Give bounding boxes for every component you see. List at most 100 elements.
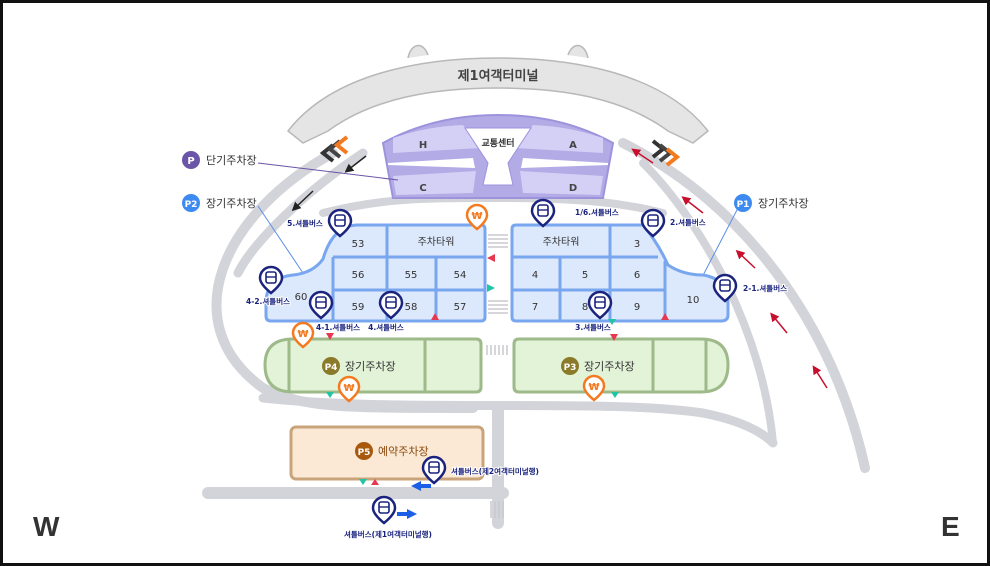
- arrow-left-icon: [411, 481, 431, 491]
- bus-pin-icon: [258, 265, 284, 295]
- tower-west-label: 주차타워: [418, 235, 455, 248]
- bus-pin-icon: [421, 455, 447, 485]
- leader-p1: [697, 207, 739, 286]
- wing-a: [515, 125, 603, 153]
- chevron-right-icon: [651, 139, 681, 167]
- legend-p1[interactable]: P1 장기주차장: [734, 194, 809, 212]
- tower-east-label: 주차타워: [543, 235, 580, 248]
- won-icon: ₩: [343, 383, 354, 394]
- zone-6: 6: [634, 270, 640, 281]
- zone-4: 4: [532, 270, 538, 281]
- zone-8: 8: [582, 302, 588, 313]
- exit-triangle: [359, 479, 367, 485]
- zone-60: 60: [295, 292, 308, 303]
- transport-center: 교통센터 H A C D: [381, 113, 615, 199]
- wing-c-label: C: [419, 183, 426, 194]
- shuttle-stop-1-6[interactable]: 1/6.셔틀버스: [530, 198, 620, 228]
- south-loop-road: [258, 393, 778, 448]
- zone-5: 5: [582, 270, 588, 281]
- shuttle-markers: 5.셔틀버스 4-2.셔틀버스 4-1.셔틀버스 4.셔틀버스 1/6.셔틀버스…: [245, 198, 788, 540]
- terminal-label: 제1여객터미널: [458, 68, 539, 84]
- wing-d: [520, 171, 603, 195]
- flow-arrows-west: [291, 155, 367, 212]
- p3-badge-text: P3: [564, 363, 577, 373]
- zone-3: 3: [634, 239, 640, 250]
- compass-east: E: [941, 511, 960, 542]
- payment-pin-icon[interactable]: ₩: [582, 374, 606, 402]
- compass-west: W: [33, 511, 60, 542]
- payment-pin-icon[interactable]: ₩: [291, 321, 315, 349]
- payment-pin-icon[interactable]: ₩: [337, 375, 361, 403]
- legend-short-term[interactable]: P 단기주차장: [182, 151, 257, 169]
- arrow-right-icon: [397, 509, 417, 519]
- p2-badge: [182, 194, 200, 212]
- p1-badge: [734, 194, 752, 212]
- shuttle-stop-label: 4-2.셔틀버스: [246, 296, 290, 306]
- crosswalks: [486, 234, 508, 518]
- crosswalk-bottom: [490, 501, 504, 518]
- lot-p3: P3 장기주차장: [512, 337, 730, 394]
- crosswalk-lots: [486, 345, 508, 355]
- shuttle-stop-4[interactable]: 4.셔틀버스: [367, 290, 405, 333]
- won-icon: ₩: [588, 382, 599, 393]
- entry-triangle: [431, 313, 439, 320]
- zone-59: 59: [352, 302, 365, 313]
- p4-badge: [322, 357, 340, 375]
- won-icon: ₩: [297, 329, 308, 340]
- p4-badge-text: P4: [325, 363, 338, 373]
- p2-badge-text: P2: [185, 200, 198, 210]
- shuttle-stop-t2[interactable]: 셔틀버스(제2여객터미널행): [421, 455, 540, 485]
- p4-label: 장기주차장: [345, 360, 396, 373]
- center-hub: [464, 127, 532, 186]
- won-icon: ₩: [471, 211, 482, 222]
- entry-triangle: [487, 254, 495, 262]
- shuttle-stop-3[interactable]: 3.셔틀버스: [574, 290, 613, 333]
- wing-d-label: D: [569, 183, 577, 194]
- p5-label: 예약주차장: [378, 444, 429, 458]
- west-ramp-road: [233, 148, 368, 278]
- zone-7: 7: [532, 302, 538, 313]
- shuttle-stop-2-1[interactable]: 2-1.셔틀버스: [712, 273, 788, 303]
- p5-badge: [355, 442, 373, 460]
- shuttle-stop-label: 셔틀버스(제1여객터미널행): [344, 529, 432, 539]
- lot-p2: 53 주차타워 56 55 54 60 59 58 57: [264, 223, 487, 323]
- wing-a-label: A: [569, 140, 577, 151]
- shuttle-stop-label: 셔틀버스(제2여객터미널행): [451, 466, 539, 476]
- shuttle-stop-label: 2.셔틀버스: [670, 217, 706, 227]
- shuttle-stop-2[interactable]: 2.셔틀버스: [640, 208, 707, 238]
- legend-p2[interactable]: P2 장기주차장: [182, 194, 257, 212]
- payment-pin-icon[interactable]: ₩: [465, 203, 489, 231]
- shuttle-stop-label: 1/6.셔틀버스: [575, 207, 619, 217]
- terminal-building: [286, 44, 710, 144]
- p5-badge-text: P5: [358, 448, 371, 458]
- p1-badge-text: P1: [737, 200, 750, 210]
- crosswalk-top: [488, 234, 508, 248]
- zone-54: 54: [454, 270, 467, 281]
- payment-markers: ₩ ₩ ₩ ₩: [291, 203, 606, 403]
- bus-pin-icon: [327, 208, 353, 238]
- p1-label: 장기주차장: [758, 197, 809, 210]
- short-term-badge-text: P: [187, 156, 194, 167]
- shuttle-stop-4-1[interactable]: 4-1.셔틀버스: [308, 290, 361, 333]
- shuttle-stop-label: 2-1.셔틀버스: [743, 283, 787, 293]
- lot-p1: 주차타워 3 4 5 6 7 8 9 10: [510, 223, 730, 323]
- p2-label: 장기주차장: [206, 197, 257, 210]
- exit-triangle: [608, 319, 616, 325]
- shuttle-stop-5[interactable]: 5.셔틀버스: [286, 208, 353, 238]
- shuttle-stop-label: 4.셔틀버스: [368, 322, 404, 332]
- p3-badge: [561, 357, 579, 375]
- shuttle-stop-t1[interactable]: 셔틀버스(제1여객터미널행): [343, 495, 433, 540]
- shuttle-stop-label: 3.셔틀버스: [575, 322, 611, 332]
- chevron-left-icon: [319, 135, 349, 163]
- zone-9: 9: [634, 302, 640, 313]
- zone-53: 53: [352, 239, 365, 250]
- short-term-label: 단기주차장: [206, 154, 257, 167]
- entry-triangle: [610, 334, 618, 341]
- exit-triangle: [611, 392, 619, 398]
- entry-markers: [326, 254, 669, 485]
- zone-56: 56: [352, 270, 365, 281]
- short-term-badge: [182, 151, 200, 169]
- bus-pin-icon: [308, 290, 334, 320]
- p3-label: 장기주차장: [584, 360, 635, 373]
- shuttle-stop-4-2[interactable]: 4-2.셔틀버스: [245, 265, 291, 307]
